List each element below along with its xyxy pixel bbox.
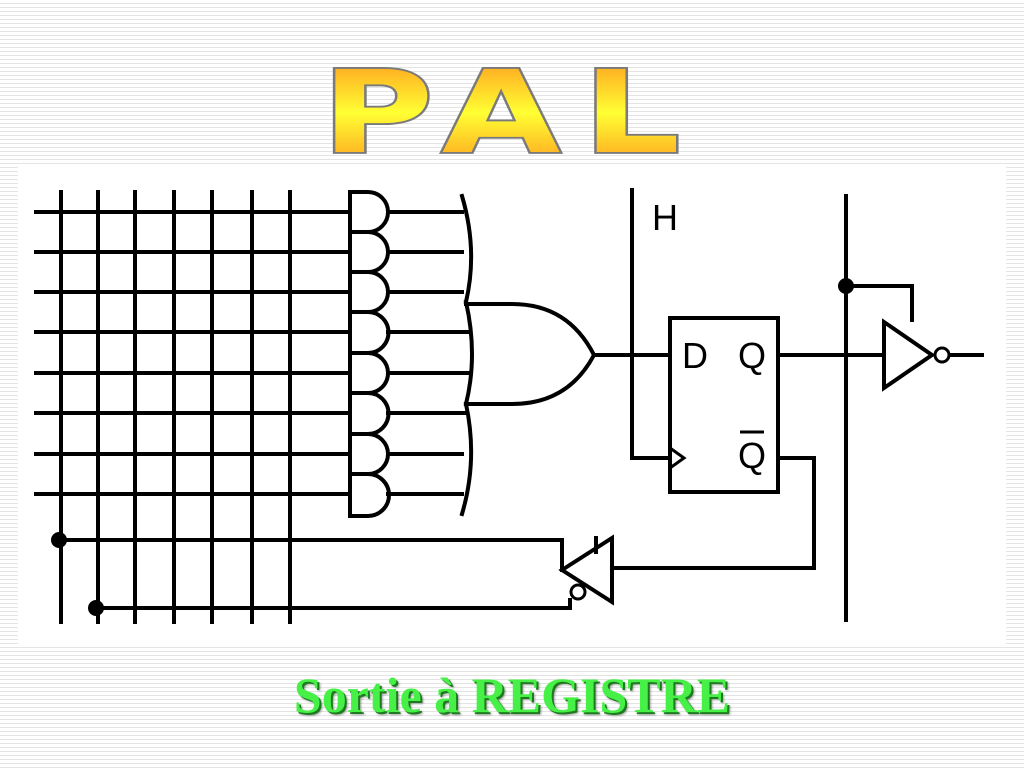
and-gate-column [348, 190, 391, 518]
feedback-true-line [59, 538, 564, 572]
qbar-output-label: Q [738, 435, 766, 476]
output-inverter [882, 318, 936, 392]
clock-input-triangle [667, 445, 687, 471]
feedback-inverter [558, 534, 614, 606]
enable-branch-wire [844, 284, 914, 322]
d-flipflop [668, 316, 780, 494]
and-output-wires [386, 210, 470, 496]
d-input-label: D [682, 335, 708, 376]
product-term-lines [34, 210, 352, 496]
q-output-label: Q [738, 335, 766, 376]
or-gate [459, 193, 597, 517]
title-graphic: PAL PAL PAL [319, 44, 702, 166]
feedback-true-junction-dot [51, 532, 67, 548]
enable-junction-dot [838, 278, 854, 294]
feedback-complement-line [96, 598, 572, 610]
slide-title: PAL [321, 46, 702, 166]
feedback-inversion-bubble [569, 583, 587, 601]
pal-register-output-schematic: H D Q Q [34, 188, 984, 624]
feedback-complement-junction-dot [88, 600, 104, 616]
output-inversion-bubble [933, 346, 951, 364]
slide-subtitle: Sortie à REGISTRE [293, 667, 731, 723]
clock-line [630, 188, 672, 460]
slide-title-outline: PAL [321, 46, 702, 166]
clock-label: H [652, 197, 678, 238]
qbar-feedback-wire [610, 456, 816, 570]
input-grid-vertical-lines [59, 190, 292, 624]
